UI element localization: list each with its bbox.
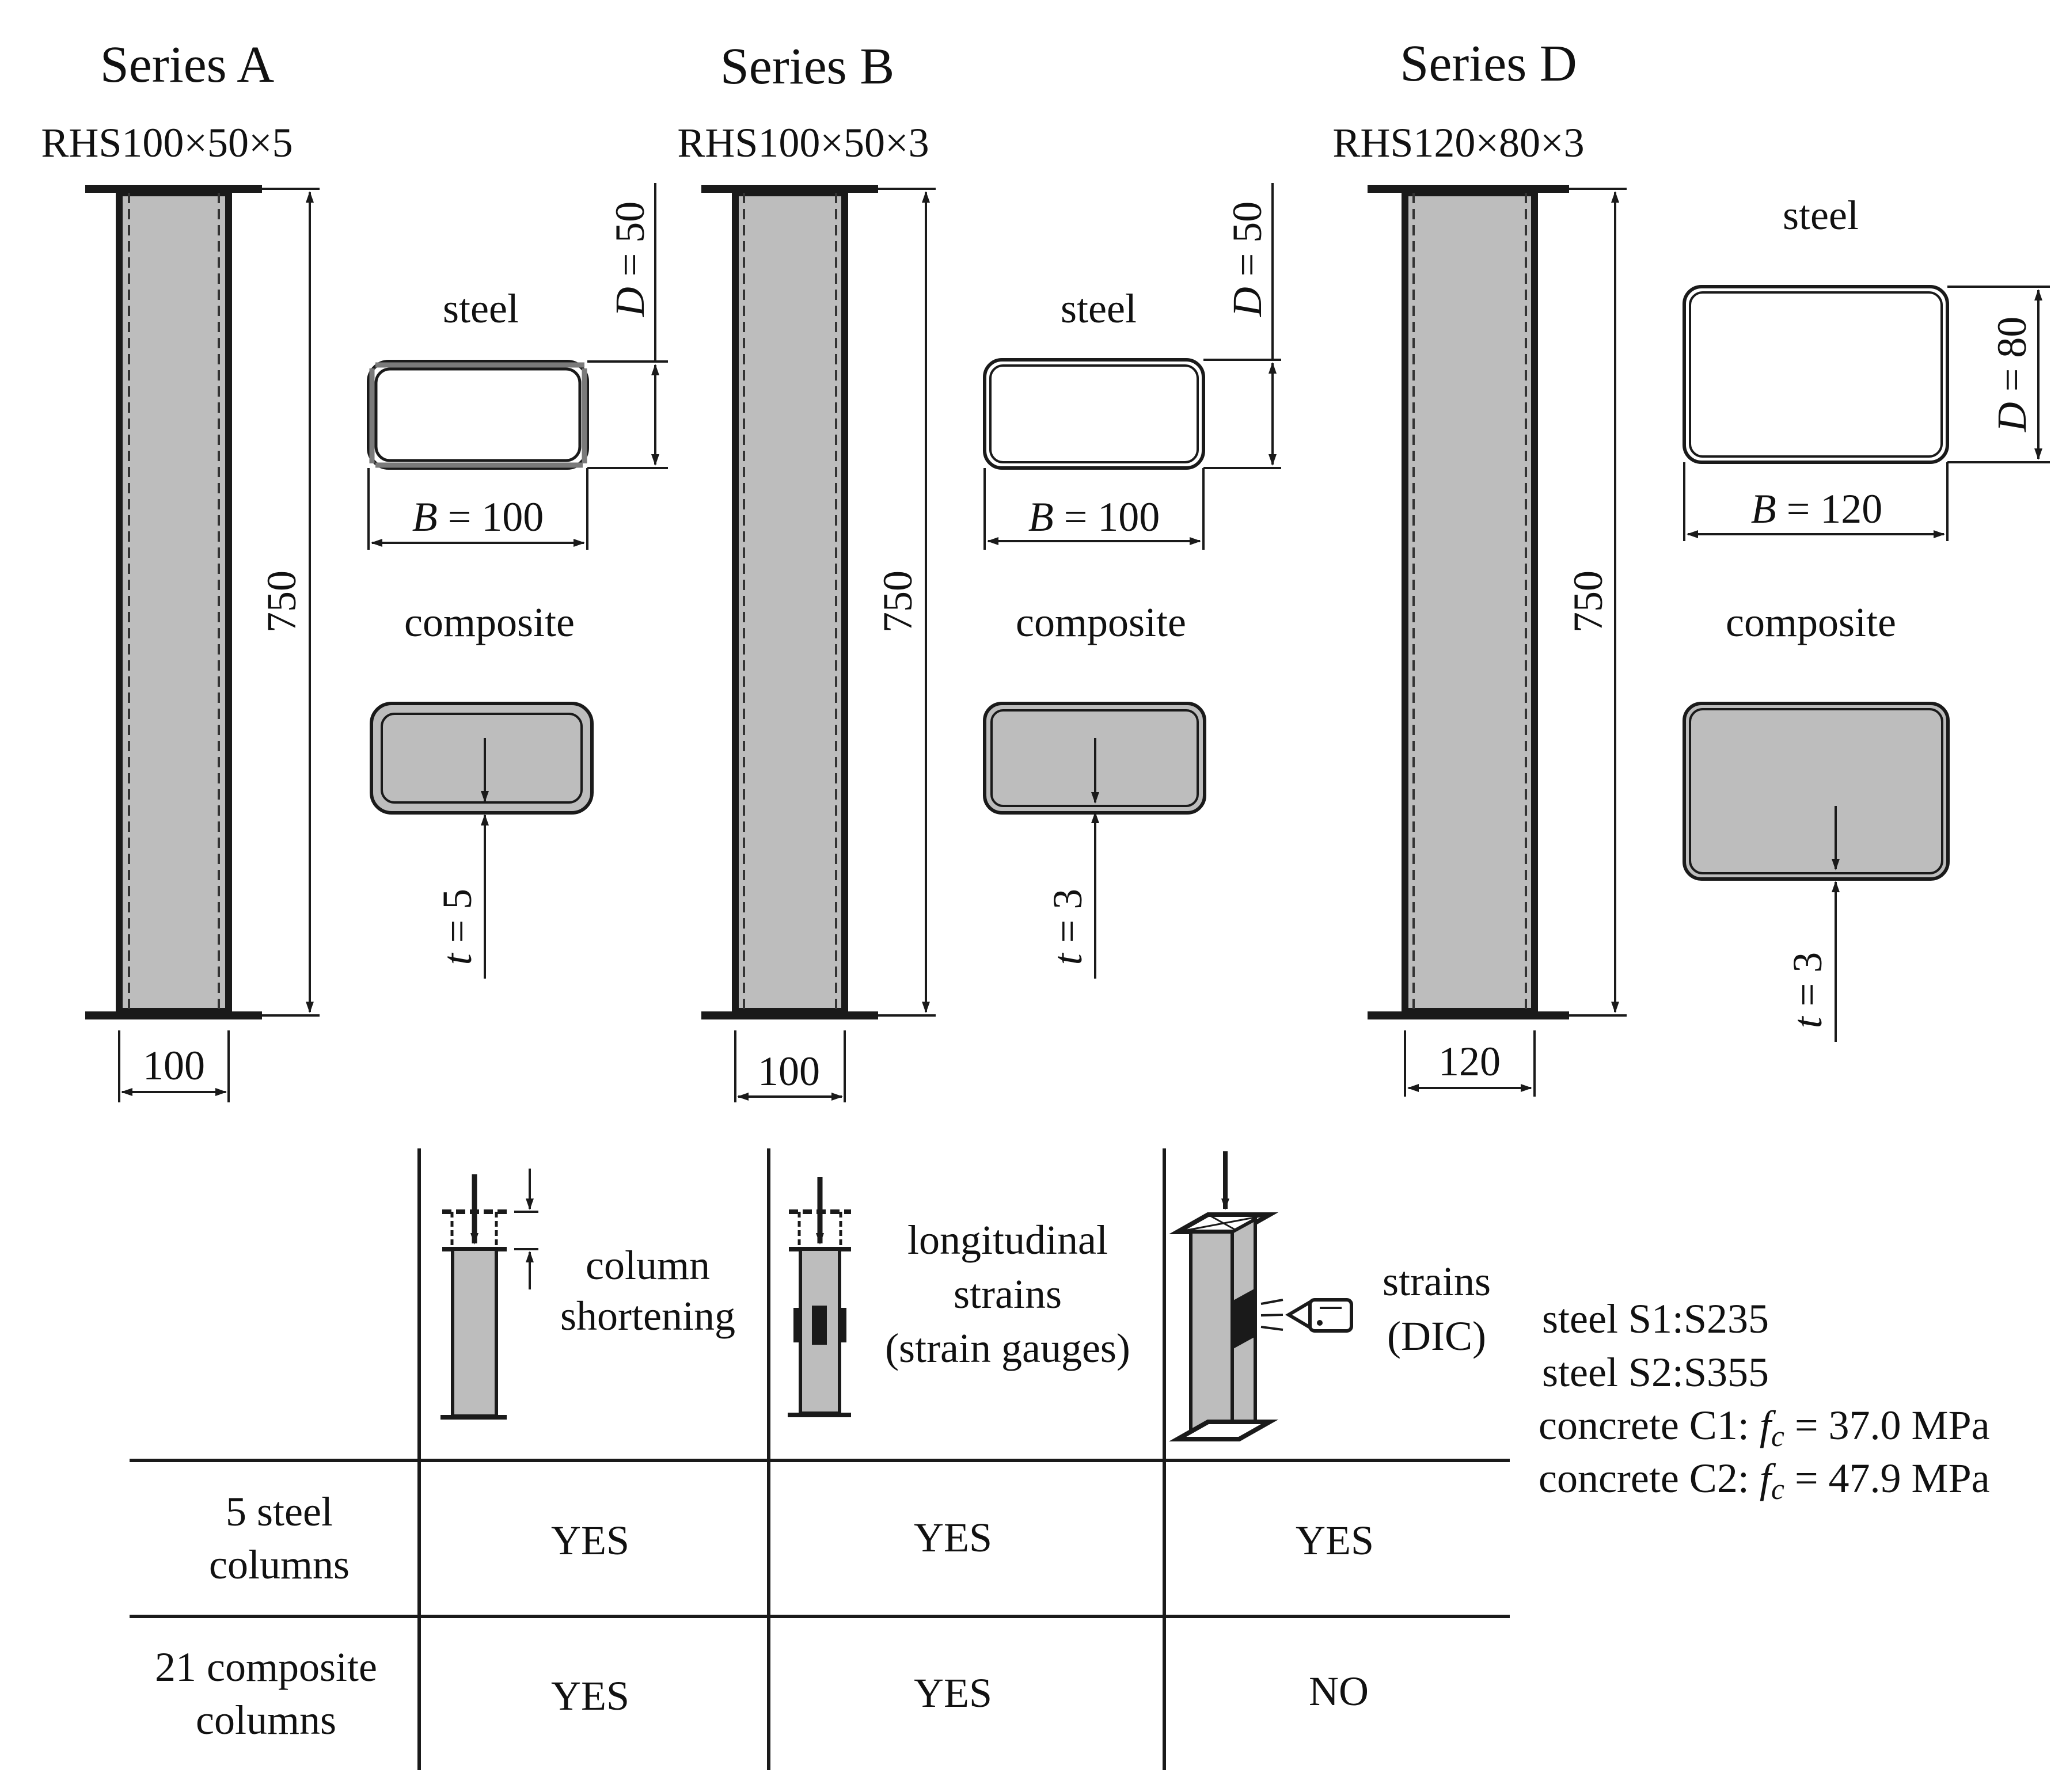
- series-a-section: RHS100×50×5: [41, 120, 293, 166]
- material-steel-s2: steel S2:S355: [1542, 1349, 1769, 1395]
- series-a-steel-section: [367, 360, 589, 470]
- series-d-depth-label: D = 80: [1989, 317, 2035, 433]
- materials-legend: steel S1:S235 steel S2:S355 concrete C1:…: [1539, 1296, 1990, 1506]
- series-a-height-dimension: 750: [233, 188, 320, 1017]
- series-a-width-label: 100: [143, 1043, 205, 1089]
- measurement-table: column shortening longitudinal strains (…: [130, 1148, 1510, 1770]
- series-d-title: Series D: [1400, 35, 1577, 92]
- series-a-composite-label: composite: [404, 599, 575, 645]
- row-steel-label-line2: columns: [209, 1542, 350, 1588]
- row-steel-cell-dic: YES: [1296, 1517, 1374, 1563]
- series-d-depth-dimension: D = 80: [1947, 286, 2050, 463]
- row-composite-cell-shortening: YES: [551, 1673, 629, 1719]
- series-b-steel-section: [983, 358, 1205, 470]
- row-steel-label-line1: 5 steel: [226, 1489, 333, 1535]
- series-d-breadth-dimension: B = 120: [1683, 462, 1949, 541]
- material-concrete-c1: concrete C1: fc = 37.0 MPa: [1539, 1402, 1990, 1453]
- row-composite-label-line1: 21 composite: [155, 1644, 377, 1690]
- dic-camera-icon: [1168, 1151, 1353, 1441]
- series-b-width-label: 100: [758, 1048, 820, 1094]
- series-b-depth-dimension: D = 50: [1203, 183, 1281, 469]
- series-d-breadth-label: B = 120: [1751, 486, 1883, 532]
- series-a-composite-section: [370, 702, 594, 815]
- header-dic-line1: strains: [1383, 1258, 1491, 1304]
- series-a-height-label: 750: [259, 570, 305, 633]
- header-strain-gauges-line2: strains: [954, 1271, 1062, 1317]
- row-steel-cell-shortening: YES: [551, 1517, 629, 1563]
- series-d-column: [1368, 185, 1569, 1019]
- series-d-steel-label: steel: [1783, 192, 1859, 238]
- series-b-breadth-label: B = 100: [1028, 494, 1160, 540]
- series-a-width-dimension: 100: [118, 1030, 230, 1102]
- series-b-thickness-label: t = 3: [1045, 889, 1091, 965]
- column-shortening-icon: [440, 1169, 538, 1420]
- series-b-height-dimension: 750: [849, 188, 936, 1017]
- header-strain-gauges-line1: longitudinal: [907, 1217, 1108, 1263]
- series-d-composite-label: composite: [1726, 599, 1896, 645]
- row-composite-label-line2: columns: [196, 1697, 336, 1743]
- series-b-depth-label: D = 50: [1224, 201, 1270, 318]
- series-b-title: Series B: [720, 38, 894, 95]
- series-a-depth-dimension: D = 50: [587, 183, 668, 469]
- series-d-height-dimension: 750: [1537, 188, 1627, 1017]
- series-d-composite-section: [1683, 702, 1950, 881]
- header-column-shortening-line2: shortening: [560, 1293, 735, 1339]
- series-b-composite-label: composite: [1016, 599, 1186, 645]
- header-dic-line2: (DIC): [1387, 1313, 1486, 1359]
- series-b-height-label: 750: [875, 570, 921, 633]
- series-a-title: Series A: [100, 36, 274, 93]
- series-d-width-label: 120: [1438, 1038, 1501, 1085]
- series-b-width-dimension: 100: [734, 1030, 846, 1102]
- series-b-thickness-dimension: t = 3: [1045, 738, 1099, 979]
- series-a-thickness-label: t = 5: [434, 889, 480, 965]
- material-steel-s1: steel S1:S235: [1542, 1296, 1769, 1342]
- strain-gauge-icon: [788, 1177, 851, 1417]
- series-a-column: [85, 185, 262, 1019]
- series-a-steel-label: steel: [443, 286, 519, 332]
- header-column-shortening-line1: column: [586, 1242, 710, 1288]
- series-d-section: RHS120×80×3: [1332, 120, 1584, 166]
- series-a-breadth-dimension: B = 100: [367, 468, 588, 550]
- series-b: Series B RHS100×50×3 750 100 steel: [677, 38, 1281, 1102]
- series-a: Series A RHS100×50×5 750 100 steel: [41, 36, 668, 1102]
- series-b-column: [701, 185, 878, 1019]
- series-d: Series D RHS120×80×3 750 120 steel: [1332, 35, 2050, 1097]
- series-b-steel-label: steel: [1061, 286, 1137, 332]
- row-steel-cell-strain-gauges: YES: [914, 1515, 992, 1561]
- series-b-breadth-dimension: B = 100: [983, 468, 1205, 550]
- material-concrete-c2: concrete C2: fc = 47.9 MPa: [1539, 1455, 1990, 1506]
- series-d-steel-section: [1683, 285, 1949, 464]
- row-composite-cell-dic: NO: [1309, 1668, 1369, 1714]
- header-strain-gauges-line3: (strain gauges): [885, 1325, 1130, 1371]
- series-a-thickness-dimension: t = 5: [434, 738, 489, 979]
- series-a-depth-label: D = 50: [607, 201, 653, 318]
- series-a-breadth-label: B = 100: [412, 494, 544, 540]
- row-composite-cell-strain-gauges: YES: [914, 1670, 992, 1716]
- series-d-width-dimension: 120: [1404, 1030, 1536, 1097]
- series-d-height-label: 750: [1565, 570, 1611, 633]
- series-b-section: RHS100×50×3: [677, 120, 929, 166]
- series-d-thickness-dimension: t = 3: [1784, 806, 1840, 1042]
- series-d-thickness-label: t = 3: [1784, 952, 1830, 1029]
